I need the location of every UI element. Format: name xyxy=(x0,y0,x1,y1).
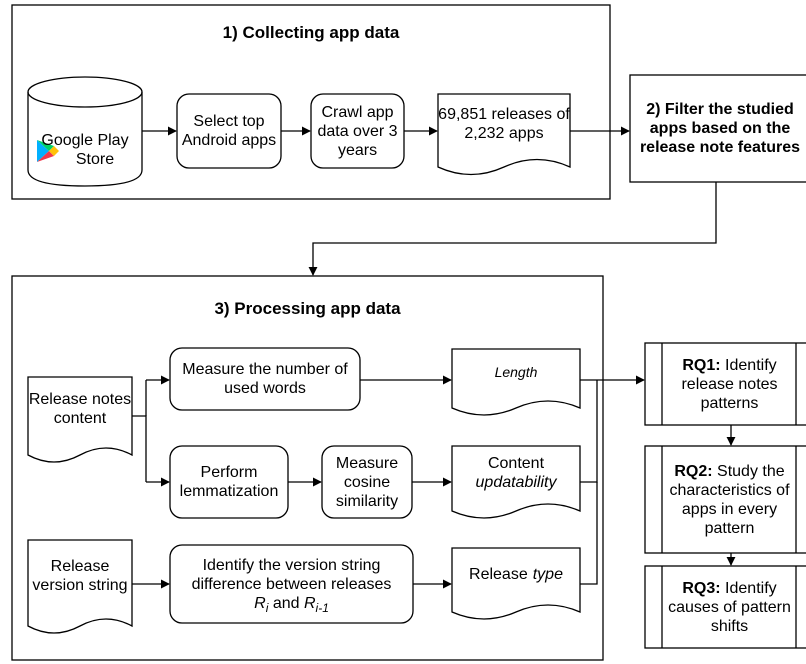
and-word: and xyxy=(272,594,300,612)
arrow-filter-processing xyxy=(308,182,717,276)
version-string-doc xyxy=(27,539,133,634)
section2-box xyxy=(629,74,806,183)
section2-title: 2) Filter the studied apps based on the … xyxy=(639,101,801,156)
connector-content-merge xyxy=(580,380,598,483)
store-line1: Google Play xyxy=(41,132,129,149)
ri1-symbol: R xyxy=(303,594,316,612)
version-string-label: Release version string xyxy=(32,558,128,594)
notes-content-label: Release notes content xyxy=(28,391,132,427)
releases-doc xyxy=(437,93,571,176)
release-type-label: Release type xyxy=(452,548,580,600)
rq1-id: RQ1: xyxy=(682,356,721,374)
release-italic: type xyxy=(532,565,563,583)
ri1-sub: i-1 xyxy=(315,600,329,615)
cosine-label: Measure cosine similarity xyxy=(335,454,399,510)
rq1-box xyxy=(644,342,806,426)
identify-version-text: Identify the version string difference b… xyxy=(191,556,392,593)
store-line2: Store xyxy=(75,151,115,168)
content-updatability-label: Content updatability xyxy=(452,446,580,500)
ri-sub: i xyxy=(265,600,269,615)
crawl-label: Crawl app data over 3 years xyxy=(317,103,398,159)
rq2-box xyxy=(644,445,806,554)
notes-content-doc xyxy=(27,376,133,463)
content-prefix: Content xyxy=(487,455,545,472)
content-doc xyxy=(451,445,581,519)
length-label: Length xyxy=(494,363,538,380)
rq1-label: RQ1: Identify release notes patterns xyxy=(664,343,795,425)
rq3-text: Identify causes of pattern shifts xyxy=(668,579,791,635)
measure-words-label: Measure the number of used words xyxy=(182,361,348,397)
rq3-id: RQ3: xyxy=(682,579,721,597)
connector-type-merge xyxy=(580,482,598,585)
connector-notes-branch xyxy=(132,415,147,482)
lemmatization-label: Perform lemmatization xyxy=(179,464,279,500)
release-type-doc xyxy=(451,547,581,620)
section1-container xyxy=(11,4,611,200)
length-doc xyxy=(451,348,581,416)
section3-container xyxy=(11,275,604,661)
rq2-label: RQ2: Study the characteristics of apps i… xyxy=(664,446,795,553)
release-prefix: Release xyxy=(469,565,528,583)
database-top xyxy=(27,76,143,108)
rq1-text: Identify release notes patterns xyxy=(681,356,778,412)
releases-label: 69,851 releases of 2,232 apps xyxy=(438,106,570,142)
ri-symbol: R xyxy=(254,594,266,612)
content-italic: updatability xyxy=(475,474,557,491)
rq2-id: RQ2: xyxy=(674,462,713,480)
measure-words-box xyxy=(169,347,361,411)
identify-version-label: Identify the version string difference b… xyxy=(172,545,411,623)
database-body xyxy=(27,92,143,187)
google-play-icon xyxy=(37,140,59,162)
rq3-label: RQ3: Identify causes of pattern shifts xyxy=(664,566,795,648)
select-label: Select top Android apps xyxy=(181,113,277,149)
rq2-text: Study the characteristics of apps in eve… xyxy=(669,462,790,537)
section1-title: 1) Collecting app data xyxy=(222,22,400,42)
rq3-box xyxy=(644,565,806,649)
section3-title: 3) Processing app data xyxy=(214,298,401,318)
database-label: Google Play Store xyxy=(28,120,142,180)
